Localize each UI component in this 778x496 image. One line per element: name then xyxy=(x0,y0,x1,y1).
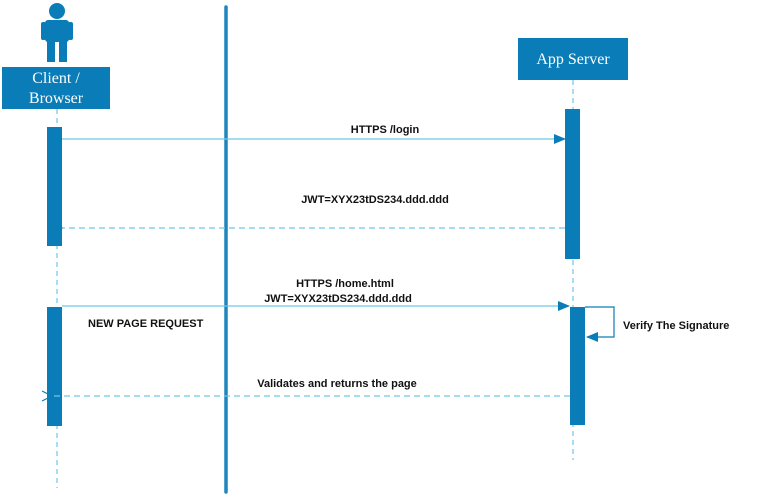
client-activation-2 xyxy=(47,307,62,426)
verify-self-arrow xyxy=(585,306,615,342)
server-activation-1 xyxy=(565,109,580,259)
verify-label: Verify The Signature xyxy=(623,320,729,332)
server-label: App Server xyxy=(536,51,610,68)
server-actor: App Server xyxy=(518,38,628,80)
server-activation-2 xyxy=(570,307,585,425)
login-label: HTTPS /login xyxy=(351,124,420,136)
new-page-label: NEW PAGE REQUEST xyxy=(88,318,204,330)
client-label-line2: Browser xyxy=(29,90,84,107)
home-label-line1: HTTPS /home.html xyxy=(296,278,394,290)
client-label-line1: Client / xyxy=(32,70,80,87)
client-actor: Client / Browser xyxy=(2,67,110,109)
home-label-line2: JWT=XYX23tDS234.ddd.ddd xyxy=(264,293,412,305)
jwt-label: JWT=XYX23tDS234.ddd.ddd xyxy=(301,194,449,206)
client-activation-1 xyxy=(47,127,62,246)
person-icon xyxy=(41,3,73,62)
validates-label: Validates and returns the page xyxy=(257,378,417,390)
